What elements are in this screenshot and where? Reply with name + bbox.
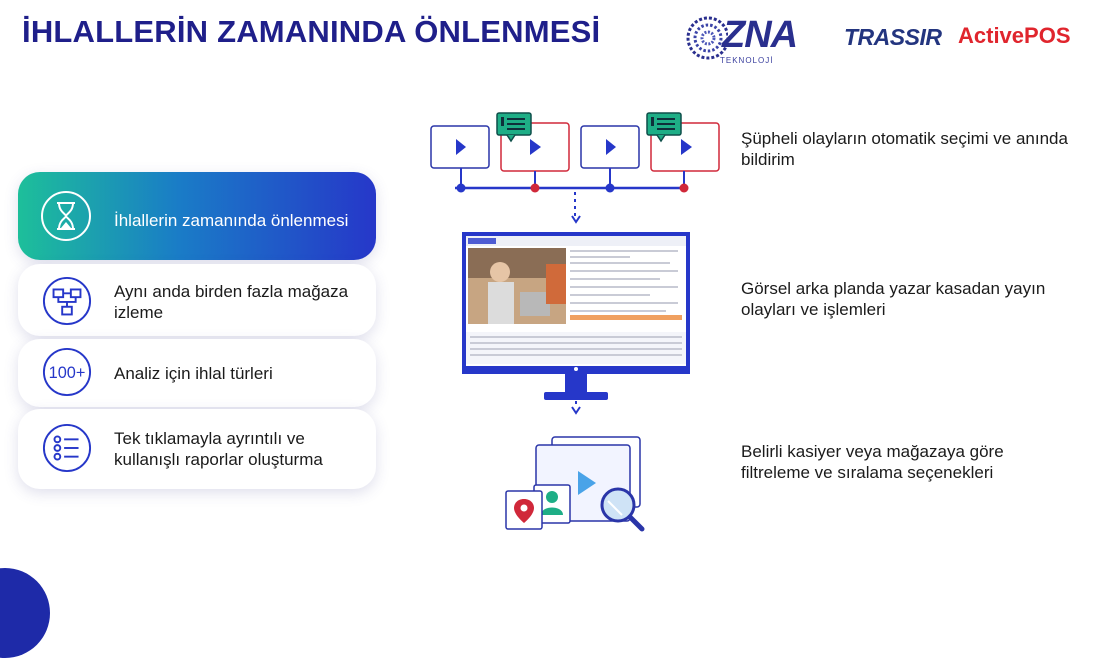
chat-alert-icon	[646, 112, 682, 143]
zna-globe-icon	[686, 16, 728, 60]
highlighted-transaction-row	[570, 315, 682, 320]
video-tile-alert	[646, 112, 720, 172]
menu-item-timely-prevention[interactable]: İhlallerin zamanında önlenmesi	[18, 172, 376, 260]
network-stores-icon	[42, 276, 92, 326]
magnifier-icon	[600, 487, 645, 532]
video-tile	[430, 125, 490, 169]
feature-filtering: Belirli kasiyer veya mağazaya göre filtr…	[741, 442, 1004, 482]
menu-item-violation-types[interactable]: 100+ Analiz için ihlal türleri	[18, 339, 376, 407]
zna-logo-subtitle: TEKNOLOJİ	[720, 56, 774, 65]
menu-item-label: Analiz için ihlal türleri	[114, 364, 273, 383]
chat-alert-icon	[496, 112, 532, 143]
monitor-illustration	[462, 215, 690, 407]
trassir-logo: TRASSIR	[844, 24, 942, 51]
play-icon	[578, 471, 596, 495]
activepos-logo: ActivePOS	[958, 23, 1071, 48]
feature-auto-selection: Şüpheli olayların otomatik seçimi ve anı…	[741, 129, 1068, 169]
decorative-corner-shape	[0, 568, 50, 658]
page-title: İHLALLERİN ZAMANINDA ÖNLENMESİ	[22, 14, 601, 49]
feature-visual-background: Görsel arka planda yazar kasadan yayın o…	[741, 279, 1046, 319]
zna-logo-text: ZNA	[722, 14, 798, 56]
checklist-icon	[42, 423, 92, 473]
svg-text:100+: 100+	[49, 364, 86, 382]
menu-item-label: İhlallerin zamanında önlenmesi	[114, 211, 349, 230]
trassir-logo-text: TRASSIR	[844, 24, 942, 50]
menu-item-reports[interactable]: Tek tıklamayla ayrıntılı ve kullanışlı r…	[18, 409, 376, 489]
video-tile-alert	[496, 112, 570, 172]
hundred-plus-icon: 100+	[42, 347, 92, 397]
menu-item-label: Aynı anda birden fazla mağaza izleme	[114, 282, 349, 322]
video-tile	[580, 125, 640, 169]
hourglass-icon	[41, 191, 91, 241]
filter-reports-illustration	[505, 406, 645, 532]
menu-item-label: Tek tıklamayla ayrıntılı ve kullanışlı r…	[114, 429, 323, 469]
event-timeline-illustration	[430, 112, 720, 218]
zna-logo: ZNA TEKNOLOJİ	[684, 10, 802, 68]
menu-item-multi-store[interactable]: Aynı anda birden fazla mağaza izleme	[18, 264, 376, 336]
trassir-mini-logo	[468, 238, 496, 244]
